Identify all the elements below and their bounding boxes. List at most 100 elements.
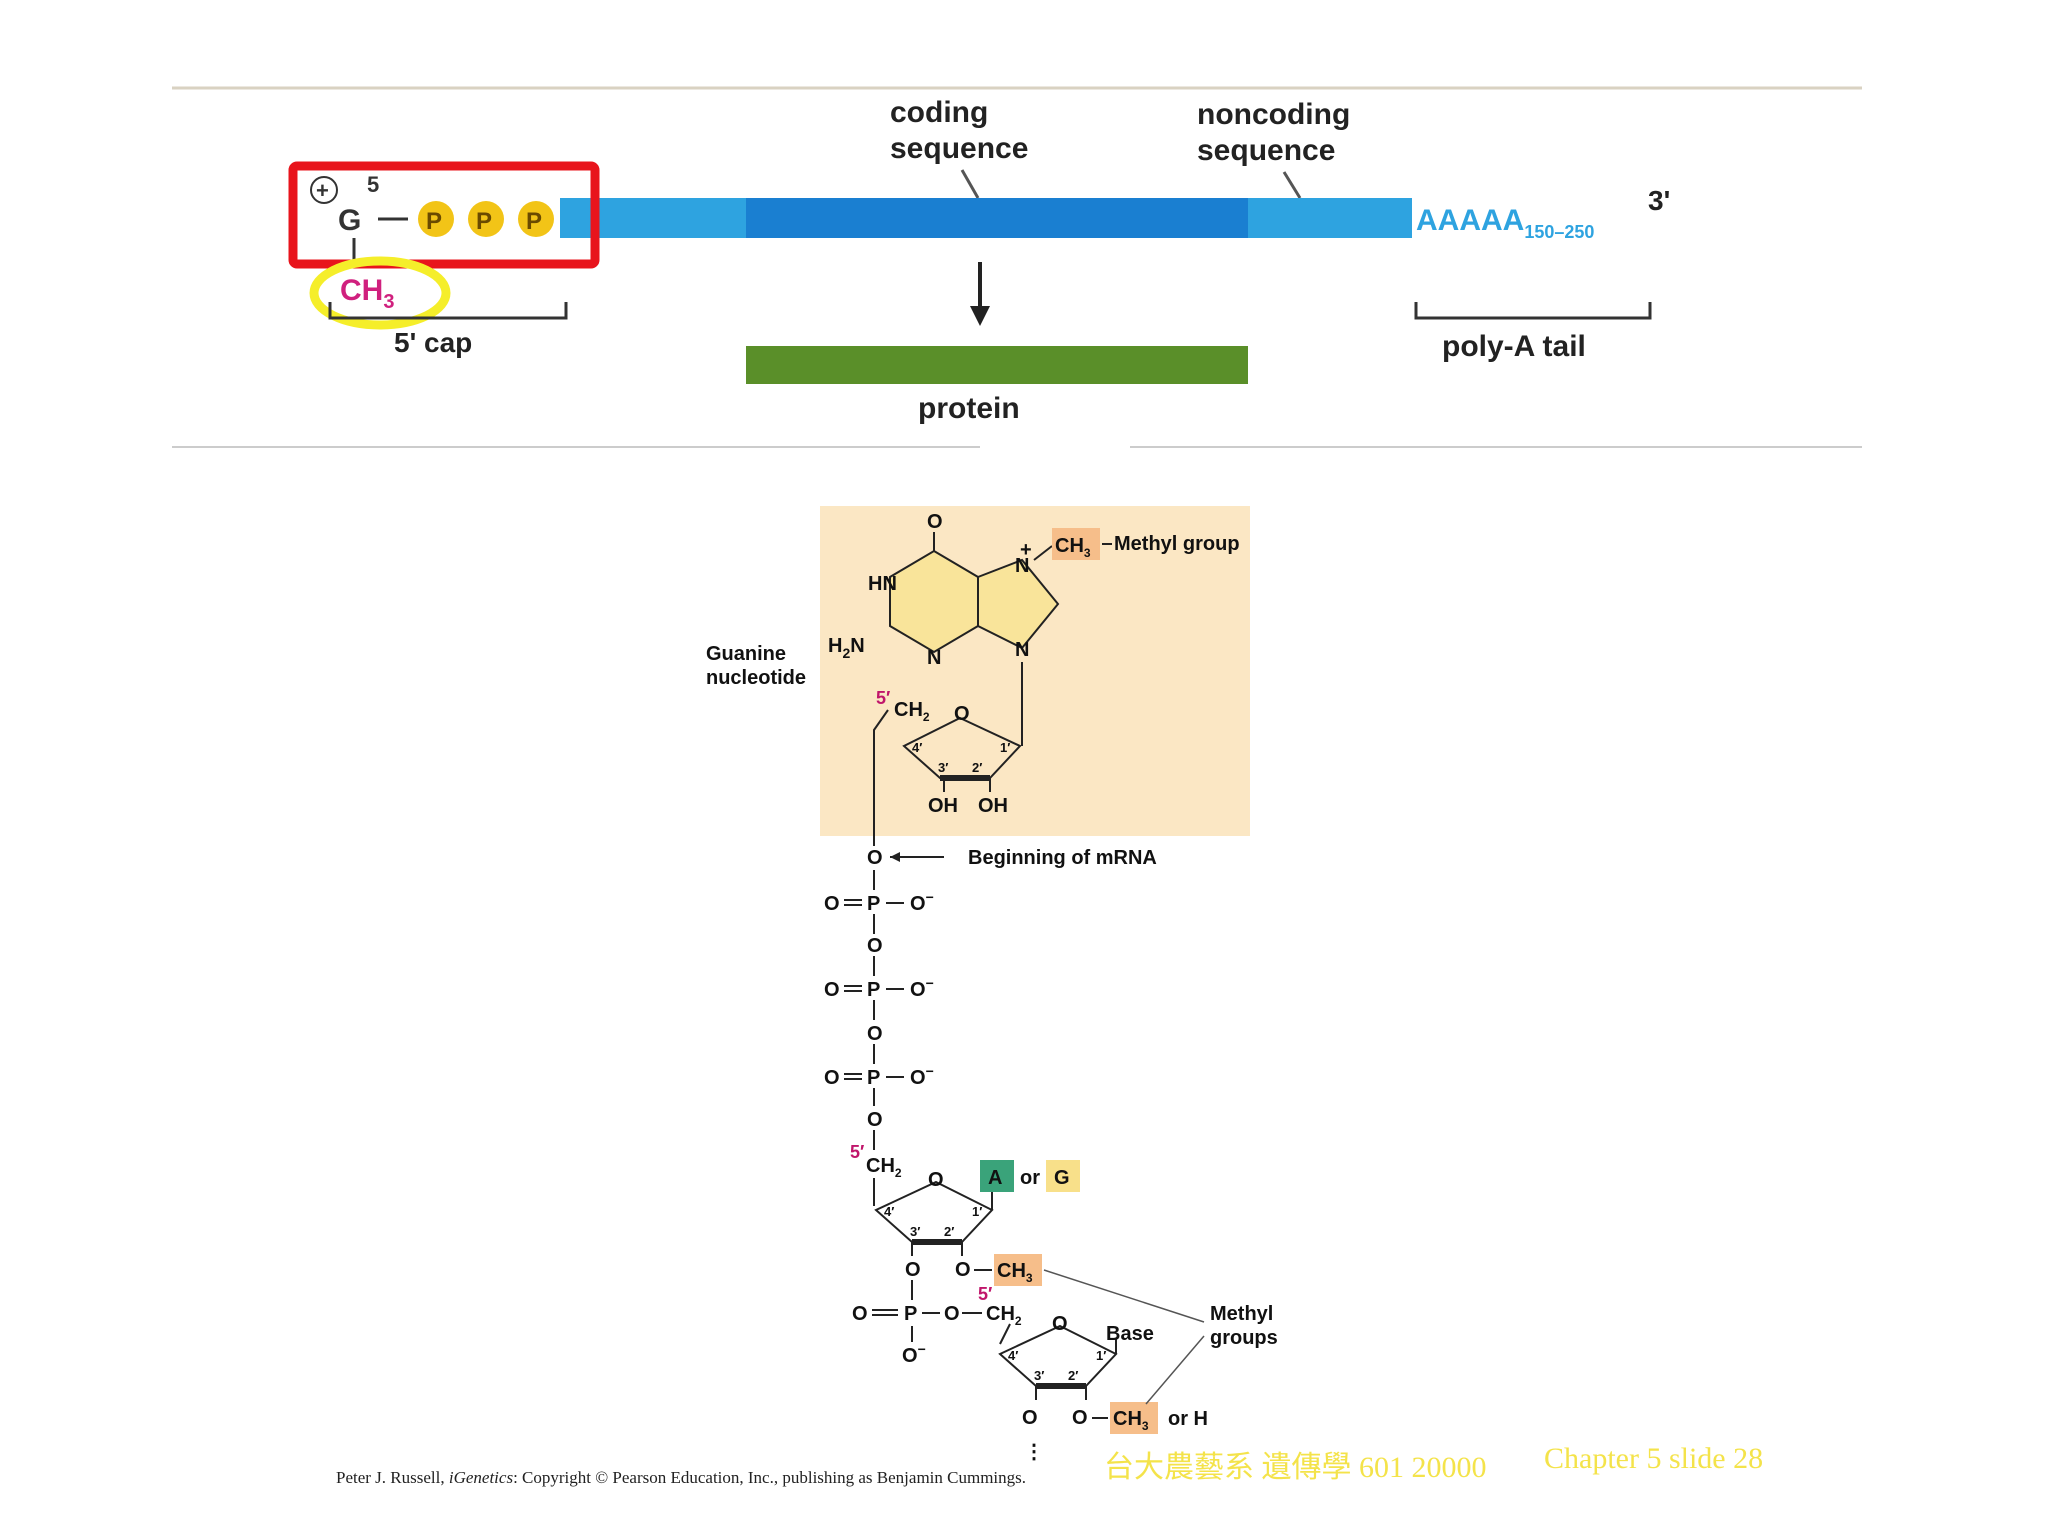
bridge-o-1: O	[867, 847, 883, 869]
cap-label: 5' cap	[394, 327, 472, 358]
n7-charge: +	[1020, 539, 1032, 561]
plus-sign: +	[316, 178, 329, 203]
five-member-ring	[977, 558, 1060, 650]
polya-sequence: AAAAA150–250	[1416, 204, 1594, 242]
base-label: Base	[1106, 1323, 1154, 1345]
prime-4-mid: 4′	[884, 1204, 894, 1219]
svg-text:O−: O−	[910, 889, 934, 915]
prime-1-top: 1′	[1000, 740, 1010, 755]
phosphate-2	[468, 201, 504, 237]
o2-mid: O	[955, 1259, 971, 1281]
footer-course: 台大農藝系 遺傳學 601 20000	[1104, 1451, 1487, 1484]
credit-rest: : Copyright © Pearson Education, Inc., p…	[513, 1468, 1027, 1487]
p-link-o-right: O	[944, 1303, 960, 1325]
phosphate-group-1: O P O− O	[824, 870, 934, 976]
n7-label: N	[1015, 555, 1029, 577]
c5-bond-bottom	[999, 1323, 1011, 1345]
svg-text:P: P	[867, 893, 880, 915]
svg-text:O: O	[824, 979, 840, 1001]
prime-3-mid: 3′	[910, 1224, 920, 1239]
beginning-arrow-head	[890, 852, 900, 862]
guanine-label-2: nucleotide	[706, 667, 806, 689]
guanine-label-1: Guanine	[706, 643, 786, 665]
phosphate-group-2: O P O− O	[824, 975, 934, 1064]
prime-2-mid: 2′	[944, 1224, 954, 1239]
ch3-box-bottom	[1110, 1402, 1158, 1434]
phosphate-3	[518, 201, 554, 237]
beginning-label: Beginning of mRNA	[968, 847, 1157, 869]
cap-g-label: G	[338, 204, 361, 237]
copyright-credit: Peter J. Russell, iGenetics: Copyright ©…	[336, 1468, 1026, 1488]
svg-text:O: O	[867, 1023, 883, 1045]
svg-text:P: P	[867, 1067, 880, 1089]
prime-3-top: 3′	[938, 760, 948, 775]
a-box	[980, 1160, 1014, 1192]
n9-label: N	[1015, 639, 1029, 661]
methyl-bond	[1033, 545, 1053, 561]
mrna-diagram: coding sequence noncoding sequence + 5 G…	[288, 96, 1670, 425]
phosphate-group-3: O P O− O	[824, 1063, 934, 1150]
cap-5-label: 5	[367, 172, 379, 197]
credit-book: iGenetics	[448, 1468, 514, 1487]
ch3-label: CH3	[340, 274, 394, 313]
prime-4-bottom: 4′	[1008, 1348, 1018, 1363]
svg-text:O: O	[867, 935, 883, 957]
polya-label: poly-A tail	[1442, 330, 1586, 363]
protein-bar	[746, 346, 1248, 384]
noncoding-pointer	[1282, 171, 1302, 199]
phosphate-3-label: P	[526, 208, 542, 235]
methyl-callout-line-2	[1145, 1335, 1205, 1405]
carbonyl-o: O	[927, 511, 943, 533]
p-link-o-left: O	[852, 1303, 868, 1325]
ribose-1-o: O	[954, 703, 970, 725]
methyl-callout-line-1	[1043, 1269, 1205, 1323]
ch3-highlight-ring	[309, 256, 451, 330]
methyl-group-label: Methyl group	[1114, 533, 1240, 555]
phosphate-1	[418, 201, 454, 237]
svg-text:P: P	[867, 979, 880, 1001]
c5-bond-top	[873, 709, 889, 846]
cap-structure: O HN H2N N N + N CH3 Methyl group Guanin…	[706, 506, 1278, 1463]
cap-bracket	[328, 302, 568, 320]
methyl-groups-label-1: Methyl	[1210, 1303, 1273, 1325]
p-link-ominus: O−	[902, 1341, 926, 1367]
ch2-mid: CH2	[866, 1155, 902, 1180]
polya-bracket	[1414, 302, 1652, 320]
prime-2-bottom: 2′	[1068, 1368, 1078, 1383]
guanine-panel	[820, 506, 1250, 836]
p-link-p: P	[904, 1303, 917, 1325]
noncoding-label-1: noncoding	[1197, 98, 1350, 131]
coding-label-1: coding	[890, 96, 988, 129]
three-prime-label: 3'	[1648, 185, 1670, 216]
prime-5-bottom: 5′	[978, 1284, 992, 1304]
utr-3-segment	[1248, 198, 1412, 238]
prime-5-top: 5′	[876, 688, 890, 708]
base-or: or	[1020, 1167, 1040, 1189]
phosphate-1-label: P	[426, 208, 442, 235]
base-g: G	[1054, 1167, 1070, 1189]
coding-segment	[746, 198, 1248, 238]
prime-1-mid: 1′	[972, 1204, 982, 1219]
footer-slide: Chapter 5 slide 28	[1544, 1442, 1764, 1475]
prime-2-top: 2′	[972, 760, 982, 775]
credit-author: Peter J. Russell,	[336, 1468, 449, 1487]
g-box	[1046, 1160, 1080, 1192]
oh-2: OH	[978, 795, 1008, 817]
chain-continues: ⋮	[1024, 1441, 1044, 1463]
ribose-3-o: O	[1052, 1313, 1068, 1335]
coding-label-2: sequence	[890, 132, 1028, 165]
phosphate-2-label: P	[476, 208, 492, 235]
o2-bottom: O	[1072, 1407, 1088, 1429]
o3-bottom: O	[1022, 1407, 1038, 1429]
h2n-label: H2N	[828, 635, 865, 661]
translation-arrow-head	[970, 306, 990, 326]
methyl-box	[1052, 528, 1100, 560]
o3-mid: O	[905, 1259, 921, 1281]
svg-text:O−: O−	[910, 1063, 934, 1089]
plus-charge-circle	[310, 176, 338, 204]
svg-text:O: O	[824, 1067, 840, 1089]
prime-3-bottom: 3′	[1034, 1368, 1044, 1383]
prime-1-bottom: 1′	[1096, 1348, 1106, 1363]
utr-5-segment	[560, 198, 746, 238]
protein-label: protein	[918, 392, 1020, 425]
